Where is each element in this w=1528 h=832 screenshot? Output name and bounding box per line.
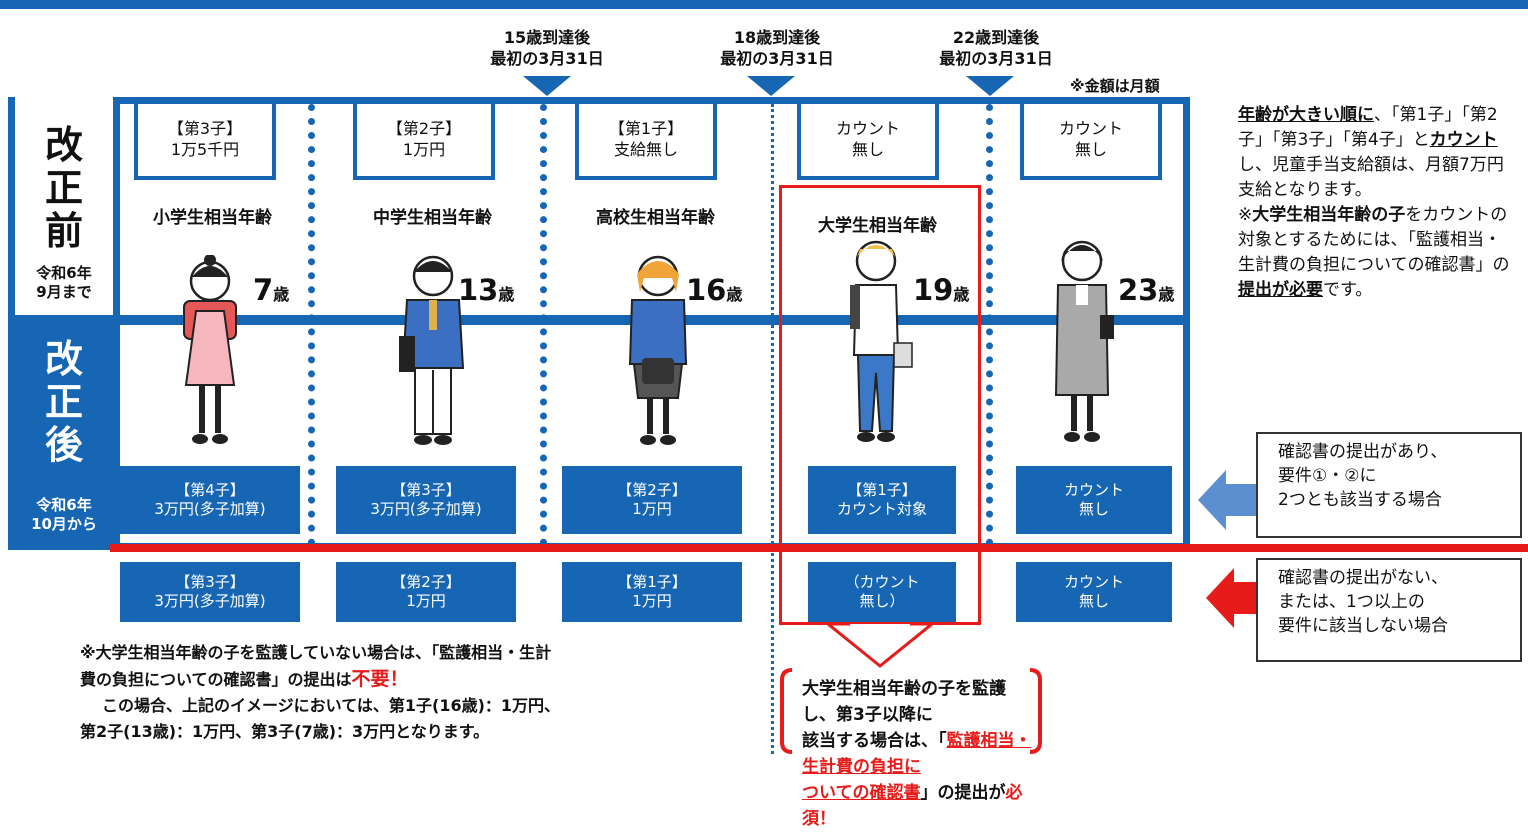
after-period: 令和6年 10月から xyxy=(31,496,97,533)
child-figure-high-school xyxy=(628,255,688,445)
date-label-15: 15歳到達後 最初の3月31日 xyxy=(490,28,604,68)
boundary-marker-22 xyxy=(966,76,1014,96)
after-box-col-5: カウント 無し xyxy=(1016,466,1172,534)
date-label-22: 22歳到達後 最初の3月31日 xyxy=(939,28,1053,68)
before-period: 令和6年 9月まで xyxy=(36,264,92,301)
red-bracket-right xyxy=(1029,668,1042,754)
child-figure-junior-high xyxy=(399,255,465,445)
grade-label-high-school: 高校生相当年齢 xyxy=(596,208,715,228)
alt-box-col-3: 【第1子】 1万円 xyxy=(562,562,742,622)
red-bracket-left xyxy=(780,668,793,754)
red-divider xyxy=(110,544,1528,552)
boundary-marker-18 xyxy=(747,76,795,96)
after-box-col-1: 【第4子】 3万円(多子加算) xyxy=(120,466,300,534)
after-box-col-3: 【第2子】 1万円 xyxy=(562,466,742,534)
before-label: 改 正 前 xyxy=(44,123,83,253)
tab-col-5: カウント 無し xyxy=(1020,104,1162,180)
grade-label-university: 大学生相当年齢 xyxy=(818,216,937,236)
after-box-col-4: 【第1子】 カウント対象 xyxy=(808,466,956,534)
age-16: 16歳 xyxy=(686,273,743,307)
alt-box-col-5: カウント 無し xyxy=(1016,562,1172,622)
condition-box-submitted: 確認書の提出があり、 要件①・②に 2つとも該当する場合 xyxy=(1256,432,1522,538)
tab-col-2: 【第2子】 1万円 xyxy=(353,104,495,180)
after-box-col-2: 【第3子】 3万円(多子加算) xyxy=(336,466,516,534)
after-label-band xyxy=(8,317,120,550)
date-label-18: 18歳到達後 最初の3月31日 xyxy=(720,28,834,68)
age-19: 19歳 xyxy=(913,273,970,307)
tab-col-4: カウント 無し xyxy=(797,104,939,180)
after-label: 改 正 後 xyxy=(44,337,83,467)
condition-box-not-submitted: 確認書の提出がない、 または、1つ以上の 要件に該当しない場合 xyxy=(1256,558,1522,662)
age-23: 23歳 xyxy=(1118,273,1175,307)
side-explanation: 年齢が大きい順に、「第1子」「第2子」「第3子」「第4子」とカウントし、児童手当… xyxy=(1238,105,1510,300)
top-bar xyxy=(0,0,1528,9)
tab-col-1: 【第3子】 1万5千円 xyxy=(134,104,276,180)
divider-line xyxy=(8,315,1190,325)
alt-box-col-1: 【第3子】 3万円(多子加算) xyxy=(120,562,300,622)
amount-note: ※金額は月額 xyxy=(1070,77,1160,95)
left-note: ※大学生相当年齢の子を監護していない場合は、「監護相当・生計 費の負担についての… xyxy=(80,643,561,741)
alt-box-col-4: （カウント 無し） xyxy=(808,562,956,622)
left-arrow-red-icon xyxy=(1206,568,1264,628)
down-arrow-icon xyxy=(825,624,935,668)
right-note: 大学生相当年齢の子を監護し、第3子以降に 該当する場合は、「監護相当・生計費の負… xyxy=(802,679,1032,829)
grade-label-junior-high: 中学生相当年齢 xyxy=(373,208,492,228)
child-figure-university xyxy=(850,240,913,442)
alt-box-col-2: 【第2子】 1万円 xyxy=(336,562,516,622)
tab-col-3: 【第1子】 支給無し xyxy=(575,104,717,180)
child-figure-elementary xyxy=(183,255,237,444)
boundary-marker-15 xyxy=(523,76,571,96)
left-arrow-blue-icon xyxy=(1198,470,1256,530)
grade-label-elementary: 小学生相当年齢 xyxy=(153,208,272,228)
age-7: 7歳 xyxy=(253,273,290,307)
adult-figure xyxy=(1054,240,1114,442)
age-13: 13歳 xyxy=(458,273,515,307)
